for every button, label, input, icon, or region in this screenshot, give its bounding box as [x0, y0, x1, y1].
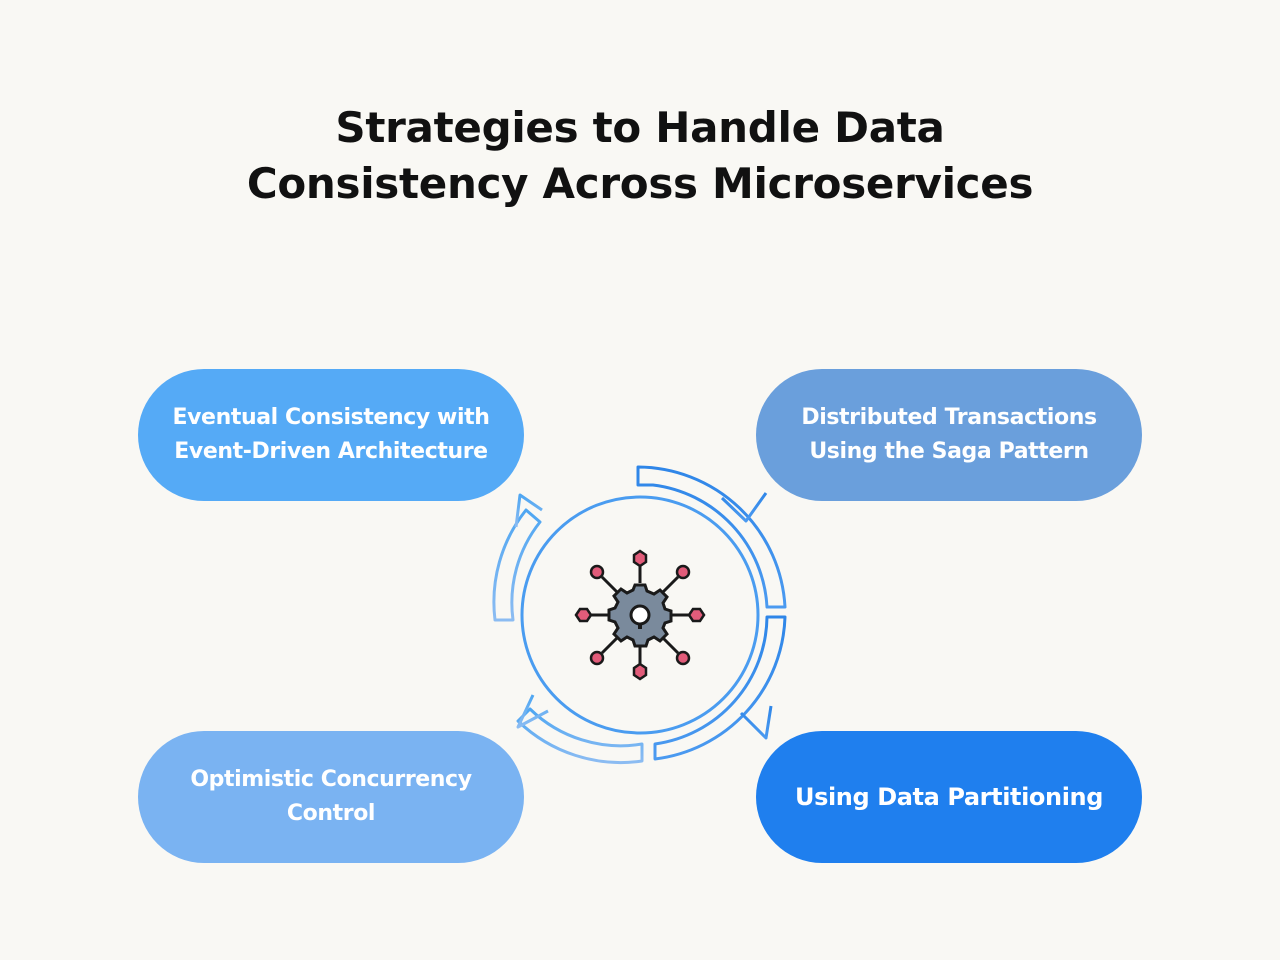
strategy-label: Eventual Consistency with Event-Driven A… — [172, 401, 489, 469]
arrow-arc-top-right — [636, 465, 787, 609]
strategy-label-line-1: Optimistic Concurrency — [190, 767, 472, 792]
strategy-label-line-1: Eventual Consistency with — [172, 405, 490, 430]
strategy-label-line-2: Control — [286, 801, 376, 826]
strategy-label: Optimistic Concurrency Control — [190, 763, 472, 831]
inner-ring — [520, 495, 760, 735]
gear-network-icon — [574, 549, 706, 681]
strategy-label-line-1: Using Data Partitioning — [794, 783, 1103, 811]
arrow-arc-top-left — [492, 493, 543, 622]
title-line-1: Strategies to Handle Data — [335, 103, 945, 152]
arrow-arc-bottom-left — [516, 694, 644, 765]
strategy-label: Using Data Partitioning — [795, 780, 1103, 814]
title-line-2: Consistency Across Microservices — [246, 159, 1034, 208]
strategy-label-line-2: Using the Saga Pattern — [809, 439, 1089, 464]
strategy-label-line-1: Distributed Transactions — [801, 405, 1097, 430]
strategy-eventual-consistency: Eventual Consistency with Event-Driven A… — [138, 369, 524, 501]
strategy-label-line-2: Event-Driven Architecture — [174, 439, 488, 464]
strategy-saga-pattern: Distributed Transactions Using the Saga … — [756, 369, 1142, 501]
strategy-label: Distributed Transactions Using the Saga … — [801, 401, 1097, 469]
strategy-data-partitioning: Using Data Partitioning — [756, 731, 1142, 863]
page-title: Strategies to Handle Data Consistency Ac… — [0, 100, 1280, 212]
arrow-arc-bottom-right — [653, 615, 787, 761]
strategy-optimistic-concurrency: Optimistic Concurrency Control — [138, 731, 524, 863]
cycle-diagram — [492, 465, 787, 765]
